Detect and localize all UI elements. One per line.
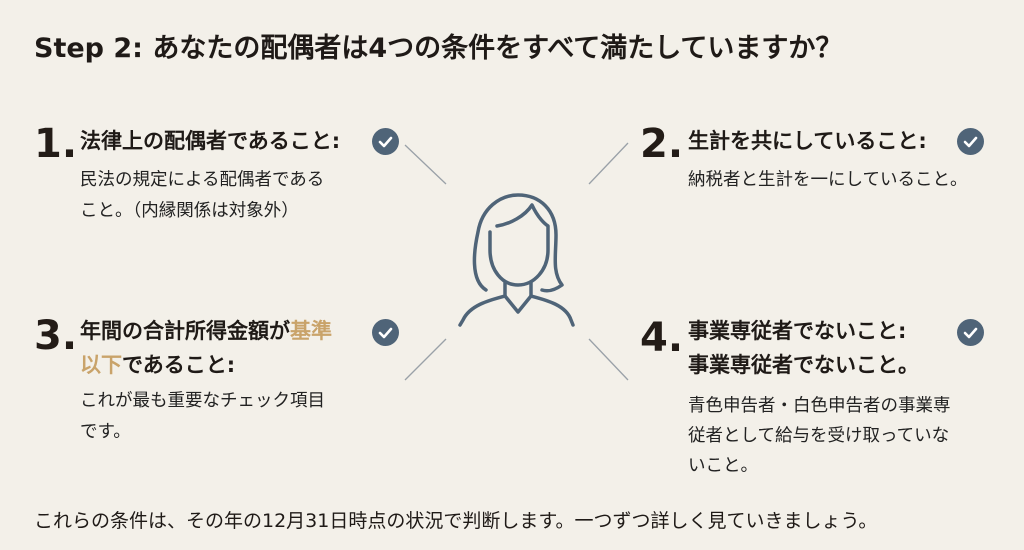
connector-line-2 xyxy=(588,142,629,185)
connector-line-4 xyxy=(588,338,629,381)
condition-4-description-line: 従者として給与を受け取っていな xyxy=(688,426,950,446)
condition-2-description-line: 納税者と生計を一にしていること。 xyxy=(688,170,968,190)
highlight-text: 以下 xyxy=(80,353,122,377)
condition-4-description-line: 青色申告者・白色申告者の事業専 xyxy=(688,396,951,416)
page-title: Step 2: あなたの配偶者は4つの条件をすべて満たしていますか？ xyxy=(34,33,843,64)
condition-4-heading-line: 事業専従者でないこと: xyxy=(688,319,907,343)
condition-4-heading-line: 事業専従者でないこと。 xyxy=(688,353,919,377)
condition-1-description-line: こと。（内縁関係は対象外） xyxy=(80,201,299,221)
condition-3-heading-line-1: 年間の合計所得金額が基準 xyxy=(80,314,332,348)
check-circle-icon xyxy=(372,319,399,346)
condition-3-description-line: これが最も重要なチェック項目 xyxy=(80,391,325,411)
connector-line-1 xyxy=(404,144,447,185)
check-circle-icon xyxy=(372,128,399,155)
condition-1-heading: 法律上の配偶者であること: xyxy=(80,129,341,153)
condition-4-number: 4. xyxy=(640,315,684,361)
highlight-text: 基準 xyxy=(290,319,332,343)
check-circle-icon xyxy=(957,128,984,155)
condition-3-description-line: です。 xyxy=(80,422,131,442)
heading-text: 年間の合計所得金額が xyxy=(80,319,290,343)
condition-3-number: 3. xyxy=(34,313,78,359)
person-icon xyxy=(458,193,575,327)
condition-3-heading-line-2: 以下であること: xyxy=(80,348,235,382)
connector-line-3 xyxy=(404,338,447,381)
condition-2-number: 2. xyxy=(640,121,684,167)
condition-1-description-line: 民法の規定による配偶者である xyxy=(80,170,325,190)
footer-note: これらの条件は、その年の12月31日時点の状況で判断します。一つずつ詳しく見てい… xyxy=(34,510,878,532)
condition-1-number: 1. xyxy=(34,121,78,167)
heading-text: であること: xyxy=(122,353,236,377)
condition-4-description-line: いこと。 xyxy=(688,456,758,476)
check-circle-icon xyxy=(957,319,984,346)
condition-2-heading: 生計を共にしていること: xyxy=(688,129,927,153)
